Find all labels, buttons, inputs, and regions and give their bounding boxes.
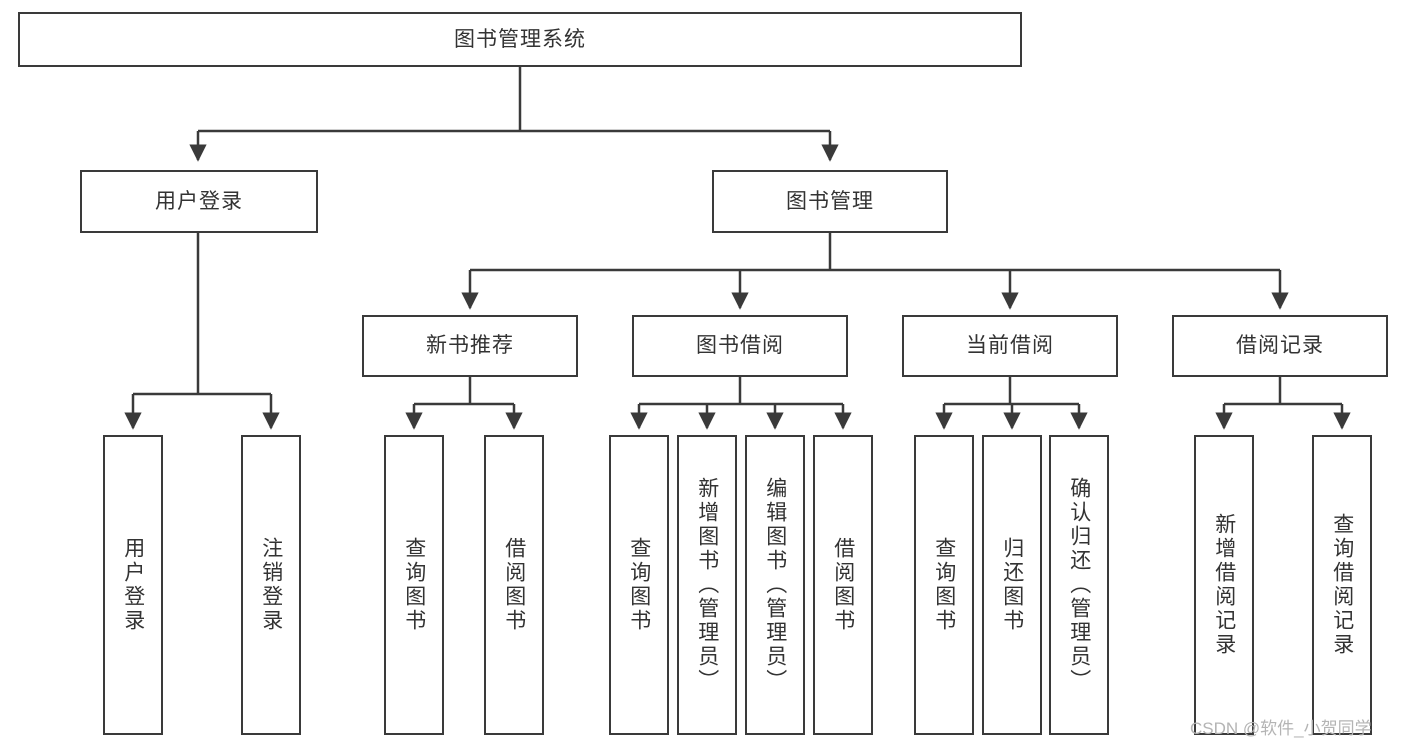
node-user-login-leaf[interactable]: 用户登录 [103,435,163,735]
node-borrow-borrow-book[interactable]: 借阅图书 [813,435,873,735]
node-borrow-edit-book[interactable]: 编辑图书（管理员） [745,435,805,735]
node-user-logout-leaf[interactable]: 注销登录 [241,435,301,735]
node-root[interactable]: 图书管理系统 [18,12,1022,67]
node-current-borrow-label: 当前借阅 [966,334,1054,358]
node-recommend-query-book-label: 查询图书 [402,537,426,633]
node-borrow-add-book[interactable]: 新增图书（管理员） [677,435,737,735]
node-new-book-recommend[interactable]: 新书推荐 [362,315,578,377]
node-current-return-book[interactable]: 归还图书 [982,435,1042,735]
node-book-management-label: 图书管理 [786,189,874,213]
node-borrow-edit-book-label: 编辑图书（管理员） [763,477,787,693]
node-user-login[interactable]: 用户登录 [80,170,318,233]
node-current-query-book-label: 查询图书 [932,537,956,633]
node-user-login-leaf-label: 用户登录 [121,537,145,633]
node-current-borrow[interactable]: 当前借阅 [902,315,1118,377]
node-current-return-book-label: 归还图书 [1000,537,1024,633]
node-recommend-query-book[interactable]: 查询图书 [384,435,444,735]
node-recommend-borrow-book-label: 借阅图书 [502,537,526,633]
node-new-book-recommend-label: 新书推荐 [426,334,514,358]
node-record-add-label: 新增借阅记录 [1212,513,1236,657]
node-borrow-add-book-label: 新增图书（管理员） [695,477,719,693]
node-user-login-label: 用户登录 [155,189,243,213]
node-recommend-borrow-book[interactable]: 借阅图书 [484,435,544,735]
node-root-label: 图书管理系统 [454,27,586,51]
node-record-query[interactable]: 查询借阅记录 [1312,435,1372,735]
watermark: CSDN @软件_小贺同学 [1190,719,1372,738]
node-borrow-record[interactable]: 借阅记录 [1172,315,1388,377]
node-record-add[interactable]: 新增借阅记录 [1194,435,1254,735]
node-borrow-borrow-book-label: 借阅图书 [831,537,855,633]
node-book-management[interactable]: 图书管理 [712,170,948,233]
node-user-logout-leaf-label: 注销登录 [259,537,283,633]
node-borrow-query-book-label: 查询图书 [627,537,651,633]
node-current-confirm-return[interactable]: 确认归还（管理员） [1049,435,1109,735]
node-book-borrow-label: 图书借阅 [696,334,784,358]
node-current-confirm-return-label: 确认归还（管理员） [1067,477,1091,693]
node-record-query-label: 查询借阅记录 [1330,513,1354,657]
node-borrow-record-label: 借阅记录 [1236,334,1324,358]
node-current-query-book[interactable]: 查询图书 [914,435,974,735]
node-borrow-query-book[interactable]: 查询图书 [609,435,669,735]
node-book-borrow[interactable]: 图书借阅 [632,315,848,377]
